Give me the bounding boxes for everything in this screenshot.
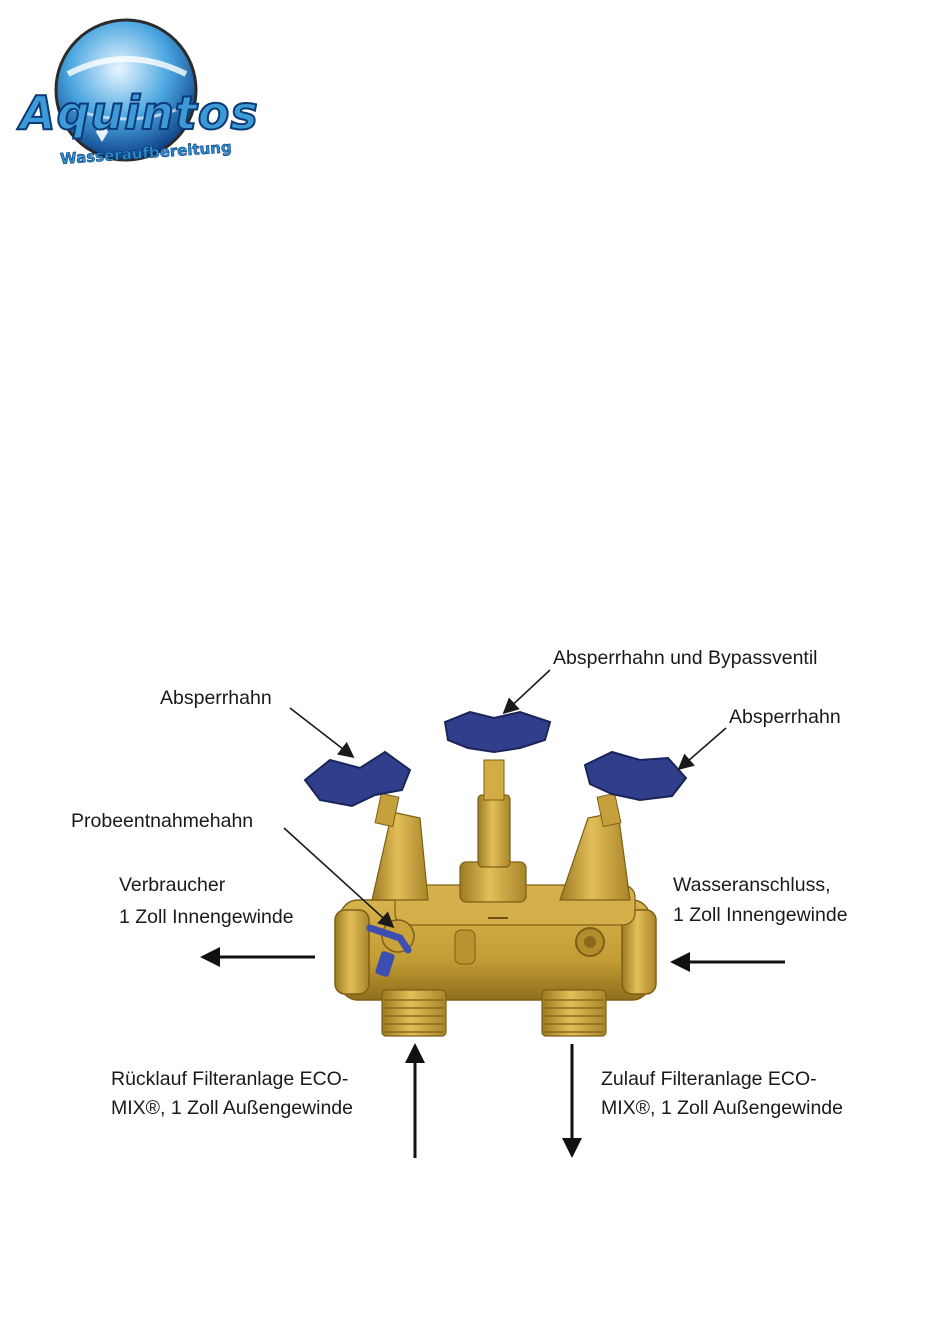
label-ruecklauf-line2: MIX®, 1 Zoll Außengewinde xyxy=(111,1093,353,1124)
leader-bypass xyxy=(505,670,550,712)
arrow-up-return-icon xyxy=(405,1043,425,1063)
right-handwheel-icon xyxy=(585,752,686,800)
label-zulauf-line2: MIX®, 1 Zoll Außengewinde xyxy=(601,1093,843,1124)
leader-absperrhahn-left xyxy=(290,708,352,756)
bottom-outlet-left xyxy=(382,990,446,1036)
label-verbraucher-thread: 1 Zoll Innengewinde xyxy=(119,902,294,933)
leader-probeentnahmehahn xyxy=(284,828,392,926)
label-ruecklauf-line1: Rücklauf Filteranlage ECO- xyxy=(111,1064,348,1095)
arrow-left-outflow-icon xyxy=(200,947,220,967)
right-shutoff-valve xyxy=(560,752,686,900)
label-zulauf-line1: Zulauf Filteranlage ECO- xyxy=(601,1064,817,1095)
label-wasseranschluss-title: Wasseranschluss, xyxy=(673,870,831,901)
label-verbraucher-title: Verbraucher xyxy=(119,870,225,901)
arrow-down-supply-icon xyxy=(562,1138,582,1158)
center-handwheel-icon xyxy=(445,712,550,752)
label-probeentnahmehahn: Probeentnahmehahn xyxy=(71,806,253,837)
label-absperrhahn-bypass: Absperrhahn und Bypassventil xyxy=(553,643,818,674)
label-absperrhahn-right: Absperrhahn xyxy=(729,702,841,733)
bottom-outlet-right xyxy=(542,990,606,1036)
left-shutoff-valve xyxy=(305,752,428,900)
leader-absperrhahn-right xyxy=(680,728,726,768)
label-wasseranschluss-thread: 1 Zoll Innengewinde xyxy=(673,900,848,931)
center-bypass-valve xyxy=(445,712,550,902)
arrow-left-inflow-icon xyxy=(670,952,690,972)
label-absperrhahn-left: Absperrhahn xyxy=(160,683,272,714)
